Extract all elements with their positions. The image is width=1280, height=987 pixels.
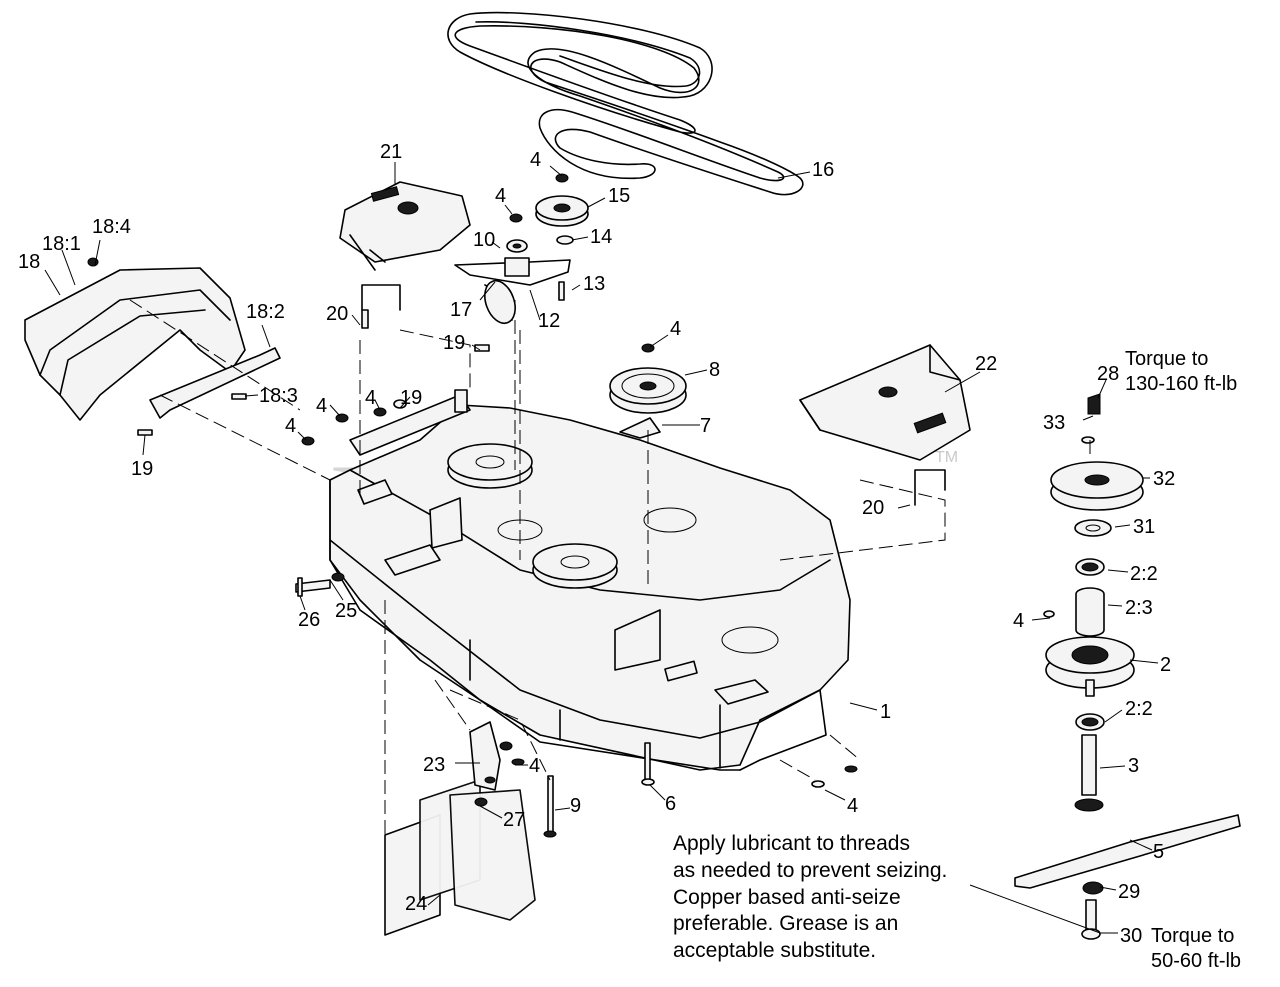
callout-27: 27 [503, 809, 525, 831]
callout-25: 25 [335, 600, 357, 622]
callout-18-3: 18:3 [259, 385, 298, 407]
callout-3: 3 [1128, 755, 1139, 777]
mounting-bracket [349, 389, 471, 456]
callout-12: 12 [538, 310, 560, 332]
callout-2-2-upper: 2:2 [1130, 563, 1158, 585]
callout-33: 33 [1043, 412, 1065, 434]
callout-26: 26 [298, 609, 320, 631]
callout-4-deck: 4 [847, 795, 858, 817]
torque-note-top-line2: 130-160 ft-lb [1125, 373, 1237, 395]
callout-10: 10 [473, 229, 495, 251]
hardware [87, 173, 946, 838]
drive-belt [447, 11, 804, 196]
callout-17: 17 [450, 299, 472, 321]
callout-6: 6 [665, 793, 676, 815]
callout-4-idler: 4 [670, 318, 681, 340]
callout-31: 31 [1133, 516, 1155, 538]
torque-note-bottom-line1: Torque to [1151, 925, 1234, 947]
callout-5: 5 [1153, 841, 1164, 863]
callout-9: 9 [570, 795, 581, 817]
torque-note-top-line1: Torque to [1125, 348, 1208, 370]
callout-4-arm: 4 [495, 185, 506, 207]
callout-18-4: 18:4 [92, 216, 131, 238]
callout-32: 32 [1153, 468, 1175, 490]
callout-20-right: 20 [862, 497, 884, 519]
spindle-assembly [1043, 393, 1144, 812]
callout-21: 21 [380, 141, 402, 163]
callout-18-2: 18:2 [246, 301, 285, 323]
torque-note-bottom-line2: 50-60 ft-lb [1151, 950, 1241, 972]
callout-14: 14 [590, 226, 612, 248]
callout-24: 24 [405, 893, 427, 915]
callout-23: 23 [423, 754, 445, 776]
callout-8: 8 [709, 359, 720, 381]
lubricant-note-line-4: preferable. Grease is an [673, 912, 898, 935]
idler-assembly [454, 257, 571, 325]
callout-18: 18 [18, 251, 40, 273]
lubricant-note-line-2: as needed to prevent seizing. [673, 859, 947, 882]
callout-13: 13 [583, 273, 605, 295]
callout-28: 28 [1097, 363, 1119, 385]
callout-numbers: 1 2 2:2 2:3 2:2 3 5 29 30 31 32 33 28 4 … [18, 141, 1175, 947]
belt-shield-center [339, 181, 471, 271]
lubricant-note-line-3: Copper based anti-seize [673, 886, 901, 909]
lubricant-note: Apply lubricant to threads as needed to … [673, 832, 947, 962]
callout-29: 29 [1118, 881, 1140, 903]
belt-shield-right [799, 344, 971, 461]
callout-4-bracket-b: 4 [316, 395, 327, 417]
callout-20-left: 20 [326, 303, 348, 325]
leader-lines [44, 162, 1159, 934]
callout-4-bracket-a: 4 [365, 387, 376, 409]
deck-cover [24, 267, 246, 421]
callout-30: 30 [1120, 925, 1142, 947]
callout-4-lower: 4 [529, 755, 540, 777]
lubricant-note-line-1: Apply lubricant to threads [673, 832, 910, 855]
callout-2: 2 [1160, 654, 1171, 676]
callout-1: 1 [880, 701, 891, 723]
mower-deck-housing [329, 404, 851, 771]
idler-pulleys [506, 195, 687, 439]
callout-22: 22 [975, 353, 997, 375]
callout-4-bracket-c: 4 [285, 415, 296, 437]
lubricant-note-line-5: acceptable substitute. [673, 939, 876, 962]
torque-notes: Torque to 130-160 ft-lb Torque to 50-60 … [1125, 348, 1241, 972]
mower-blade [1014, 814, 1241, 940]
baffle-plates [384, 721, 536, 936]
callout-18-1: 18:1 [42, 233, 81, 255]
callout-19-mid: 19 [400, 387, 422, 409]
callout-2-3: 2:3 [1125, 597, 1153, 619]
callout-16: 16 [812, 159, 834, 181]
callout-7: 7 [700, 415, 711, 437]
watermark-trademark: TM [935, 449, 958, 466]
callout-4-spindle: 4 [1013, 610, 1024, 632]
callout-2-2-lower: 2:2 [1125, 698, 1153, 720]
assembly-lines [129, 299, 1091, 835]
callout-19-left: 19 [131, 458, 153, 480]
callout-19-top: 19 [443, 332, 465, 354]
callout-15: 15 [608, 185, 630, 207]
callout-4-top: 4 [530, 149, 541, 171]
